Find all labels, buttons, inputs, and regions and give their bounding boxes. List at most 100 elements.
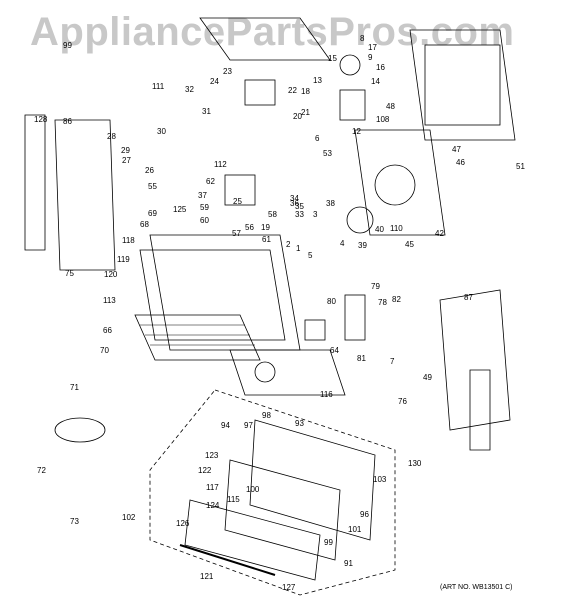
- side-trim-left: [24, 114, 46, 251]
- callout-99-top: 99: [63, 41, 72, 50]
- door-panel: [184, 499, 321, 581]
- callout-87: 87: [464, 293, 473, 302]
- callout-79: 79: [371, 282, 380, 291]
- back-panel: [409, 29, 516, 141]
- callout-20: 20: [293, 112, 302, 121]
- callout-48: 48: [386, 102, 395, 111]
- callout-96: 96: [360, 510, 369, 519]
- callout-18: 18: [301, 87, 310, 96]
- callout-97: 97: [244, 421, 253, 430]
- callout-127: 127: [282, 583, 296, 592]
- callout-81: 81: [357, 354, 366, 363]
- callout-66: 66: [103, 326, 112, 335]
- callout-128: 128: [34, 115, 48, 124]
- callout-21: 21: [301, 108, 310, 117]
- door-handle: [179, 544, 276, 576]
- callout-27: 27: [122, 156, 131, 165]
- callout-36: 36: [290, 199, 299, 208]
- callout-110: 110: [390, 224, 403, 233]
- callout-80: 80: [327, 297, 336, 306]
- callout-56: 56: [245, 223, 254, 232]
- callout-117: 117: [206, 483, 219, 492]
- callout-130: 130: [408, 459, 422, 468]
- callout-16: 16: [376, 63, 385, 72]
- callout-120: 120: [104, 270, 118, 279]
- callout-47: 47: [452, 145, 461, 154]
- callout-108: 108: [376, 115, 390, 124]
- callout-76: 76: [398, 397, 407, 406]
- callout-40: 40: [375, 225, 384, 234]
- callout-94: 94: [221, 421, 230, 430]
- callout-71: 71: [70, 383, 79, 392]
- side-trim-right: [469, 369, 491, 451]
- callout-103: 103: [373, 475, 387, 484]
- callout-34: 34: [290, 194, 299, 203]
- callout-9: 9: [368, 53, 373, 62]
- convection-cover: [354, 129, 446, 236]
- callout-2: 2: [286, 240, 291, 249]
- callout-68: 68: [140, 220, 149, 229]
- callout-69: 69: [148, 209, 157, 218]
- callout-35: 35: [295, 202, 304, 211]
- callout-17: 17: [368, 43, 377, 52]
- callout-78: 78: [378, 298, 387, 307]
- callout-3: 3: [313, 210, 318, 219]
- callout-45: 45: [405, 240, 414, 249]
- callout-93: 93: [295, 419, 304, 428]
- callout-28: 28: [107, 132, 116, 141]
- callout-4: 4: [340, 239, 345, 248]
- door-dashed-box: [149, 389, 396, 596]
- callout-61: 61: [262, 235, 271, 244]
- callout-119: 119: [117, 255, 130, 264]
- capacitor: [339, 89, 366, 121]
- callout-24: 24: [210, 77, 219, 86]
- cavity-frame: [139, 249, 286, 341]
- callout-19: 19: [261, 223, 270, 232]
- bottom-tray: [229, 349, 346, 396]
- callout-101: 101: [348, 525, 362, 534]
- callout-12: 12: [352, 127, 361, 136]
- callout-111: 111: [152, 82, 165, 91]
- callout-1: 1: [296, 244, 301, 253]
- control-module: [344, 294, 366, 341]
- oven-rack: [134, 314, 261, 361]
- callout-53: 53: [323, 149, 332, 158]
- callout-122: 122: [198, 466, 212, 475]
- art-number: (ART NO. WB13501 C): [440, 584, 513, 591]
- callout-37: 37: [198, 191, 207, 200]
- callout-55: 55: [148, 182, 157, 191]
- hinge-plate: [304, 319, 326, 341]
- callout-123: 123: [205, 451, 219, 460]
- top-plate: [199, 17, 331, 61]
- magnetron: [339, 54, 361, 76]
- convection-fan: [374, 164, 416, 206]
- callout-23: 23: [223, 67, 232, 76]
- callout-13: 13: [313, 76, 322, 85]
- callout-8: 8: [360, 34, 365, 43]
- callout-29: 29: [121, 146, 130, 155]
- callout-31: 31: [202, 107, 211, 116]
- callout-70: 70: [100, 346, 109, 355]
- callout-38: 38: [326, 199, 335, 208]
- callout-42: 42: [435, 229, 444, 238]
- callout-116: 116: [320, 390, 333, 399]
- rack-wires: [140, 324, 255, 346]
- callout-112: 112: [214, 160, 227, 169]
- callout-46: 46: [456, 158, 465, 167]
- callout-58: 58: [268, 210, 277, 219]
- callout-99: 99: [324, 538, 333, 547]
- callout-39: 39: [358, 241, 367, 250]
- callout-91: 91: [344, 559, 353, 568]
- callout-6: 6: [315, 134, 320, 143]
- callout-125: 125: [173, 205, 187, 214]
- callout-49: 49: [423, 373, 432, 382]
- callout-82: 82: [392, 295, 401, 304]
- callout-98: 98: [262, 411, 271, 420]
- callout-32: 32: [185, 85, 194, 94]
- callout-121: 121: [200, 572, 214, 581]
- left-side-panel: [54, 119, 116, 271]
- callout-25: 25: [233, 197, 242, 206]
- callout-51: 51: [516, 162, 525, 171]
- callout-7: 7: [390, 357, 395, 366]
- callout-57: 57: [232, 229, 241, 238]
